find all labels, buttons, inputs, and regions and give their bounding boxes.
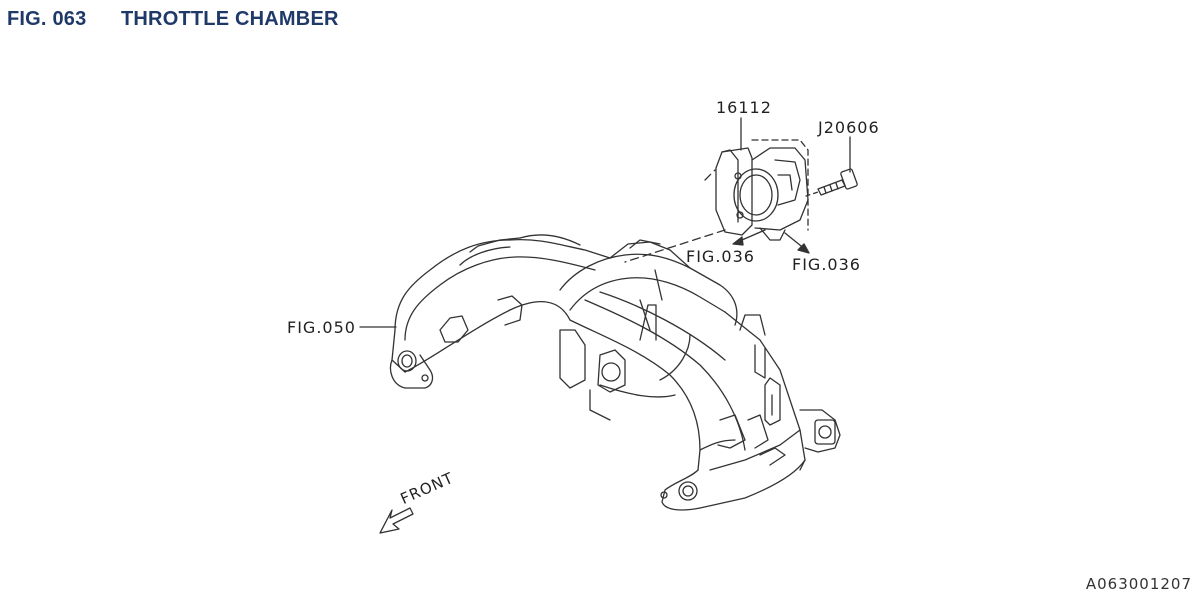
front-arrow xyxy=(379,507,414,534)
bolt xyxy=(817,168,858,196)
diagram-code: A063001207 xyxy=(1085,575,1192,593)
throttle-mount-guide xyxy=(624,229,726,263)
callout-fig036-left: FIG.036 xyxy=(686,247,755,266)
figure-number: FIG. 063 xyxy=(7,7,87,30)
throttle-body xyxy=(715,147,809,241)
callout-j20606: J20606 xyxy=(818,118,880,137)
throttle-outline-dashed xyxy=(751,139,809,231)
intake-manifold xyxy=(389,234,841,511)
page-header: FIG. 063 THROTTLE CHAMBER xyxy=(7,5,339,33)
figure-title: THROTTLE CHAMBER xyxy=(121,7,339,30)
callout-fig036-right: FIG.036 xyxy=(792,255,861,274)
callout-fig050: FIG.050 xyxy=(287,318,356,337)
callout-16112: 16112 xyxy=(716,98,772,117)
